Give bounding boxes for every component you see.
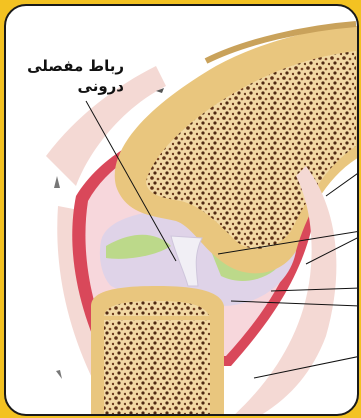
diagram-frame: رباط مفصلی درونی bbox=[4, 4, 359, 416]
label-line-2: درونی bbox=[12, 76, 124, 96]
small-mark-left bbox=[54, 176, 60, 188]
small-mark-bottom bbox=[56, 370, 62, 379]
internal-ligament-label: رباط مفصلی درونی bbox=[12, 56, 124, 96]
label-line-1: رباط مفصلی bbox=[12, 56, 124, 76]
